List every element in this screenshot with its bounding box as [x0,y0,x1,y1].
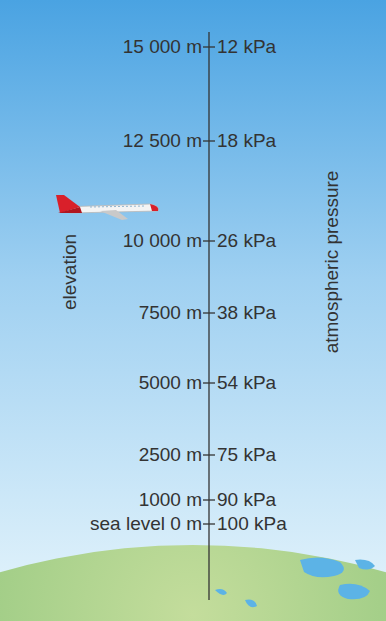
elevation-value: sea level 0 m [90,513,202,535]
lakes [215,557,375,607]
airplane [56,195,158,220]
axis-title: elevation [59,234,81,310]
pressure-value: 12 kPa [217,36,276,58]
elevation-value: 1000 m [139,489,202,511]
pressure-value: 18 kPa [217,130,276,152]
axis-line [208,32,209,600]
pressure-value: 54 kPa [217,372,276,394]
pressure-value: 26 kPa [217,230,276,252]
pressure-value: 90 kPa [217,489,276,511]
elevation-value: 10 000 m [123,230,202,252]
earth [0,545,386,621]
elevation-value: 5000 m [139,372,202,394]
elevation-value: 15 000 m [123,36,202,58]
elevation-value: 7500 m [139,302,202,324]
pressure-value: 100 kPa [217,513,287,535]
elevation-value: 2500 m [139,444,202,466]
pressure-value: 75 kPa [217,444,276,466]
axis-ticks [203,47,215,524]
elevation-value: 12 500 m [123,130,202,152]
pressure-value: 38 kPa [217,302,276,324]
axis-title: atmospheric pressure [321,171,343,354]
